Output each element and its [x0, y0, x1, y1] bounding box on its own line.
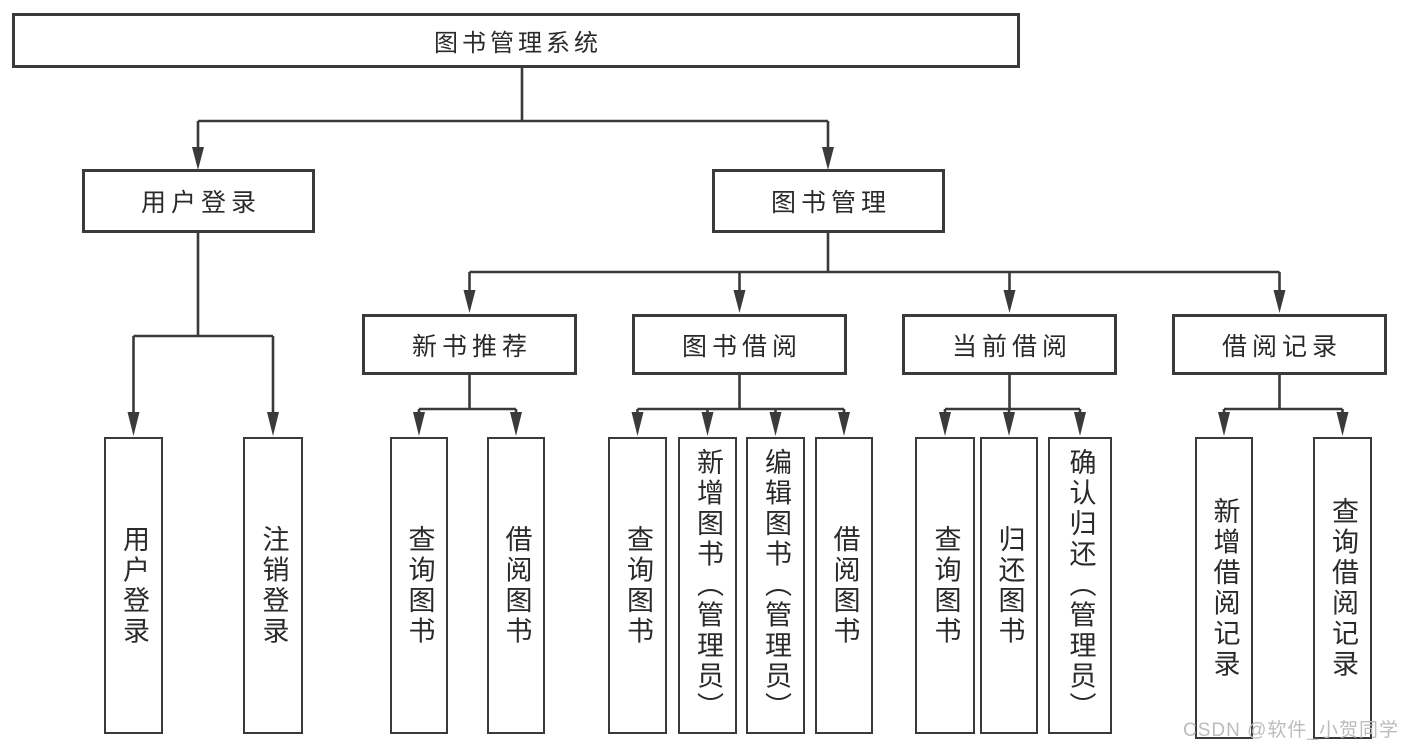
connector-bookmgmt-to-level3: [463, 233, 1286, 313]
node-user-login: 用户登录: [82, 169, 315, 233]
leaf-query-book-1-label: 查询图书: [404, 524, 435, 647]
node-book-management: 图书管理: [712, 169, 945, 233]
node-book-management-label: 图书管理: [770, 189, 891, 217]
leaf-query-book-2: 查询图书: [608, 437, 667, 734]
connector-userlogin-to-leaves: [127, 233, 279, 436]
connector-currentborrow-to-leaves: [939, 375, 1086, 436]
node-root: 图书管理系统: [12, 13, 1020, 68]
csdn-watermark: CSDN @软件_小贺同学: [1183, 720, 1399, 741]
leaf-query-book-1: 查询图书: [390, 437, 448, 734]
leaf-add-borrow-record: 新增借阅记录: [1195, 437, 1253, 739]
leaf-borrow-book-1: 借阅图书: [487, 437, 545, 734]
node-current-borrow-label: 当前借阅: [951, 332, 1072, 361]
node-new-book-recommend: 新书推荐: [362, 314, 577, 375]
node-book-borrow: 图书借阅: [632, 314, 847, 375]
leaf-return-book-label: 归还图书: [994, 524, 1025, 647]
leaf-logout-label: 注销登录: [258, 524, 289, 647]
connector-newbookrec-to-leaves: [413, 375, 522, 436]
leaf-add-book-admin-label: 新增图书（管理员）: [693, 448, 723, 723]
node-new-book-recommend-label: 新书推荐: [411, 332, 532, 361]
leaf-query-book-2-label: 查询图书: [623, 524, 653, 647]
leaf-confirm-return-admin-label: 确认归还（管理员）: [1065, 448, 1096, 723]
connector-borrowrecord-to-leaves: [1218, 375, 1349, 436]
leaf-query-borrow-record: 查询借阅记录: [1313, 437, 1372, 739]
node-current-borrow: 当前借阅: [902, 314, 1117, 375]
leaf-edit-book-admin: 编辑图书（管理员）: [746, 437, 805, 734]
node-borrow-record-label: 借阅记录: [1221, 332, 1342, 361]
leaf-query-borrow-record-label: 查询借阅记录: [1328, 496, 1358, 680]
leaf-borrow-book-2-label: 借阅图书: [829, 524, 860, 647]
leaf-add-book-admin: 新增图书（管理员）: [678, 437, 737, 734]
leaf-confirm-return-admin: 确认归还（管理员）: [1048, 437, 1112, 734]
leaf-add-borrow-record-label: 新增借阅记录: [1209, 496, 1240, 680]
leaf-user-login: 用户登录: [104, 437, 163, 734]
leaf-logout: 注销登录: [243, 437, 303, 734]
node-user-login-label: 用户登录: [140, 189, 261, 217]
node-root-label: 图书管理系统: [434, 30, 602, 57]
leaf-edit-book-admin-label: 编辑图书（管理员）: [761, 448, 791, 723]
node-borrow-record: 借阅记录: [1172, 314, 1387, 375]
leaf-borrow-book-2: 借阅图书: [815, 437, 873, 734]
leaf-borrow-book-1-label: 借阅图书: [501, 524, 532, 647]
leaf-user-login-label: 用户登录: [119, 524, 149, 647]
node-book-borrow-label: 图书借阅: [681, 332, 802, 361]
connector-root-to-level2: [192, 68, 834, 170]
leaf-query-book-3: 查询图书: [915, 437, 975, 734]
leaf-query-book-3-label: 查询图书: [930, 524, 961, 647]
leaf-return-book: 归还图书: [980, 437, 1038, 734]
connector-bookborrow-to-leaves: [631, 375, 850, 436]
